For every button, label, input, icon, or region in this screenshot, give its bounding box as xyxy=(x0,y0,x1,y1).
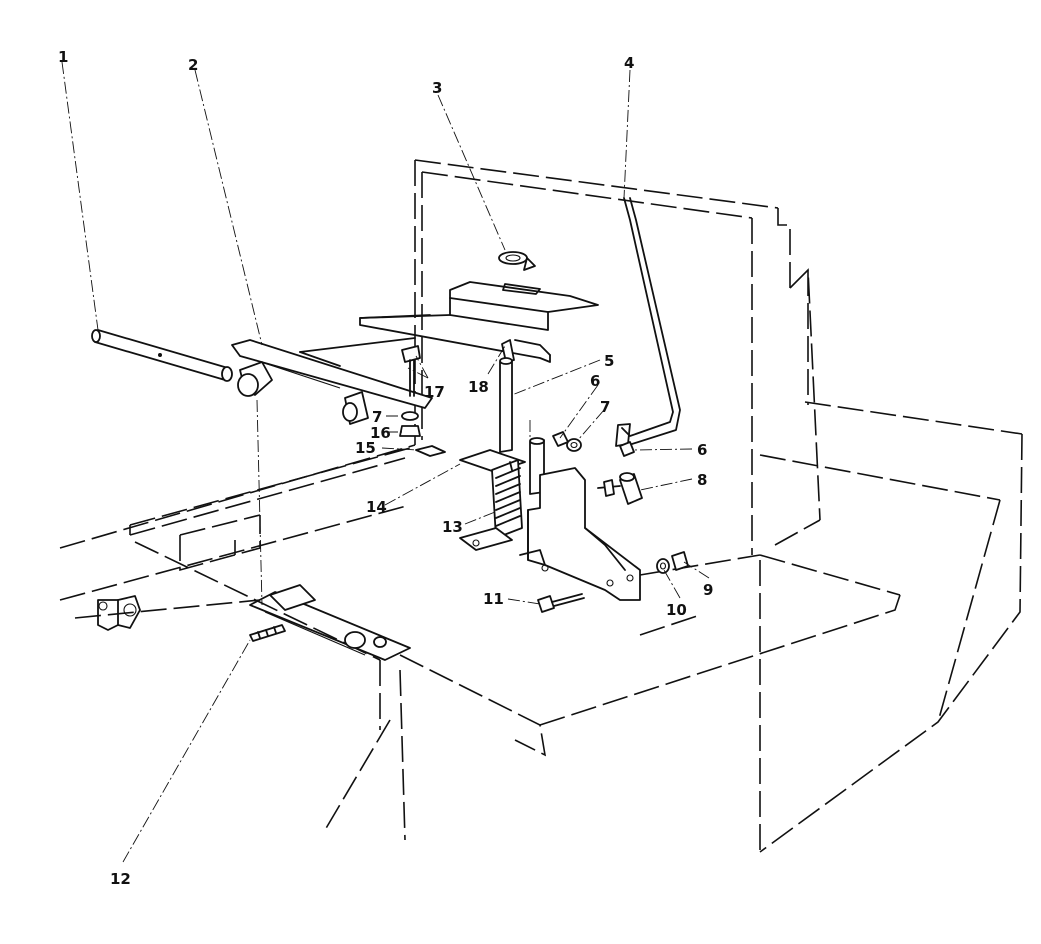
part-18-pin xyxy=(501,339,515,363)
callout-4: 4 xyxy=(624,54,634,72)
callout-17: 17 xyxy=(424,383,445,401)
mounting-plate xyxy=(299,337,416,367)
callout-7-left: 7 xyxy=(372,408,382,426)
callout-18: 18 xyxy=(468,378,489,396)
part-6-nut-upper xyxy=(552,431,569,447)
callout-10: 10 xyxy=(666,601,687,619)
callout-11: 11 xyxy=(483,590,504,608)
callout-9: 9 xyxy=(703,581,713,599)
part-10-washer xyxy=(656,558,670,574)
callouts: 1 2 3 4 5 6 6 7 7 8 9 10 11 12 13 14 15 … xyxy=(58,48,713,888)
callout-7-right: 7 xyxy=(600,398,610,416)
part-16-nut xyxy=(399,425,421,437)
part-6-nut-lower xyxy=(619,441,635,457)
callout-3: 3 xyxy=(432,79,442,97)
part-15-plate xyxy=(415,445,446,457)
callout-5: 5 xyxy=(604,352,614,370)
part-13-spring-bracket xyxy=(459,449,526,551)
callout-2: 2 xyxy=(188,56,198,74)
callout-14: 14 xyxy=(366,498,387,516)
part-11-bolt xyxy=(537,593,585,613)
part-7-washer-right xyxy=(566,438,582,452)
part-12-pin xyxy=(249,624,286,642)
part-7-washer-left xyxy=(401,411,419,421)
mounting-bracket xyxy=(359,281,599,363)
part-17-bolt xyxy=(401,345,421,397)
callout-1: 1 xyxy=(58,48,68,66)
part-8-sleeve xyxy=(597,472,643,505)
part-2-lever xyxy=(231,339,433,425)
part-1-shaft xyxy=(91,329,233,382)
callout-13: 13 xyxy=(442,518,463,536)
callout-16: 16 xyxy=(370,424,391,442)
callout-6-lower: 6 xyxy=(697,441,707,459)
callout-6-upper: 6 xyxy=(590,372,600,390)
hinge xyxy=(269,584,387,649)
main-bracket xyxy=(519,467,641,601)
part-4-bent-rod xyxy=(615,197,681,447)
part-3-keyed-nut xyxy=(498,251,536,271)
callout-8: 8 xyxy=(697,471,707,489)
callout-15: 15 xyxy=(355,439,376,457)
part-9-nut xyxy=(671,551,689,571)
leader-lines xyxy=(61,61,710,863)
callout-12: 12 xyxy=(110,870,131,888)
